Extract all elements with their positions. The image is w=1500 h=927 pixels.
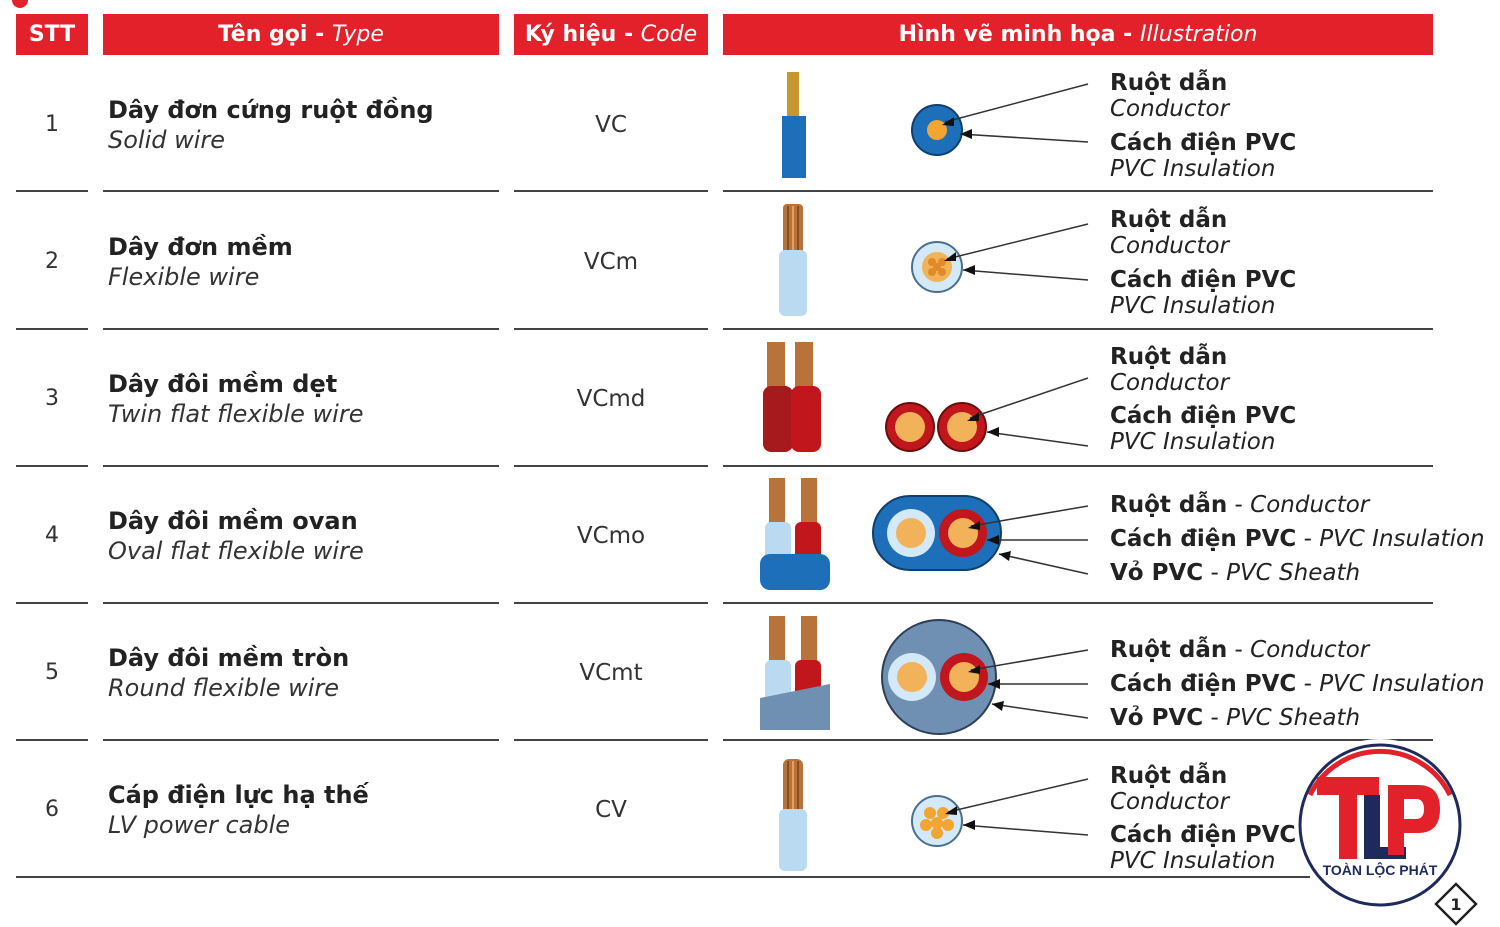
light-blue-insulation-icon [779,809,807,871]
red-insulation-icon [763,386,793,452]
row-5-label-conductor: Ruột dẫn - Conductor [1110,637,1370,663]
row-1-stt: 1 [45,112,59,137]
row-1-name-vn: Dây đơn cứng ruột đồng [108,96,434,124]
row-separator [723,739,1433,741]
row-6-name-vn: Cáp điện lực hạ thế [108,781,369,809]
cross-section-icon [881,619,997,735]
toan-loc-phat-logo: TOÀN LỘC PHÁT [1294,739,1466,911]
row-3-type: Dây đôi mềm dẹt Twin flat flexible wire [108,369,498,429]
header-stt: STT [16,14,88,55]
header-type: Tên gọi - Type [103,14,499,55]
solid-conductor-icon [787,72,799,122]
row-separator [723,190,1433,192]
row-2-stt: 2 [45,249,59,274]
row-separator [16,602,88,604]
row-5-name-vn: Dây đôi mềm tròn [108,644,350,672]
gray-sheath-icon [760,684,830,730]
row-4-illustration [760,478,1089,590]
row-5-name-en: Round flexible wire [108,674,340,702]
row-5-illustration [760,616,1089,735]
row-2-type: Dây đơn mềm Flexible wire [108,232,498,292]
row-2-name-vn: Dây đơn mềm [108,233,293,261]
header-illustration: Hình vẽ minh họa - Illustration [723,14,1433,55]
row-6-illustration [779,759,1089,871]
row-separator [16,739,88,741]
row-5-code: VCmt [579,660,643,686]
row-2-name-en: Flexible wire [108,263,260,291]
row-2-code: VCm [583,249,639,275]
row-4-code: VCmo [576,523,646,549]
row-5-stt: 5 [45,660,59,685]
row-separator [103,328,499,330]
row-3-illustration [763,342,1089,452]
row-6-name-en: LV power cable [108,811,291,839]
row-3-name-vn: Dây đôi mềm dẹt [108,370,338,398]
row-5-label-insulation: Cách điện PVC - PVC Insulation [1110,671,1485,697]
row-6-code: CV [595,797,627,823]
row-separator [103,602,499,604]
row-4-type: Dây đôi mềm ovan Oval flat flexible wire [108,506,498,566]
row-1-type: Dây đơn cứng ruột đồng Solid wire [108,95,498,155]
stranded-conductor-icon [769,616,785,664]
row-3-code: VCmd [576,386,646,412]
row-separator [514,190,708,192]
row-1-illustration [782,72,1089,178]
light-blue-insulation-icon [779,250,807,316]
row-separator [16,328,88,330]
row-4-stt: 4 [45,523,59,548]
row-6-type: Cáp điện lực hạ thế LV power cable [108,780,498,840]
row-separator [103,465,499,467]
row-separator [16,190,88,192]
row-4-name-en: Oval flat flexible wire [108,537,364,565]
row-separator [103,739,499,741]
row-5-label-sheath: Vỏ PVC - PVC Sheath [1110,705,1361,731]
row-separator [723,465,1433,467]
row-6-stt: 6 [45,797,59,822]
page-number-badge: 1 [1434,882,1478,926]
row-separator [514,602,708,604]
row-4-name-vn: Dây đôi mềm ovan [108,507,358,535]
svg-text:TOÀN LỘC PHÁT: TOÀN LỘC PHÁT [1323,861,1438,878]
row-2-illustration [779,204,1089,316]
row-separator [514,465,708,467]
svg-text:1: 1 [1450,895,1461,914]
stranded-conductor-icon [769,478,785,526]
corner-dot [12,0,28,8]
row-separator [16,876,1310,878]
row-separator [723,328,1433,330]
row-4-label-sheath: Vỏ PVC - PVC Sheath [1110,560,1361,586]
row-5-type: Dây đôi mềm tròn Round flexible wire [108,643,498,703]
row-separator [514,739,708,741]
row-separator [723,602,1433,604]
header-code: Ký hiệu - Code [514,14,708,55]
row-1-code: VC [595,112,627,138]
row-4-label-insulation: Cách điện PVC - PVC Insulation [1110,526,1485,552]
row-3-stt: 3 [45,386,59,411]
row-3-name-en: Twin flat flexible wire [108,400,364,428]
row-1-name-en: Solid wire [108,126,226,154]
blue-sheath-icon [760,554,830,590]
blue-insulation-icon [782,116,806,178]
row-4-label-conductor: Ruột dẫn - Conductor [1110,492,1370,518]
stranded-conductor-icon [767,342,785,392]
row-separator [16,465,88,467]
row-separator [103,190,499,192]
row-separator [514,328,708,330]
